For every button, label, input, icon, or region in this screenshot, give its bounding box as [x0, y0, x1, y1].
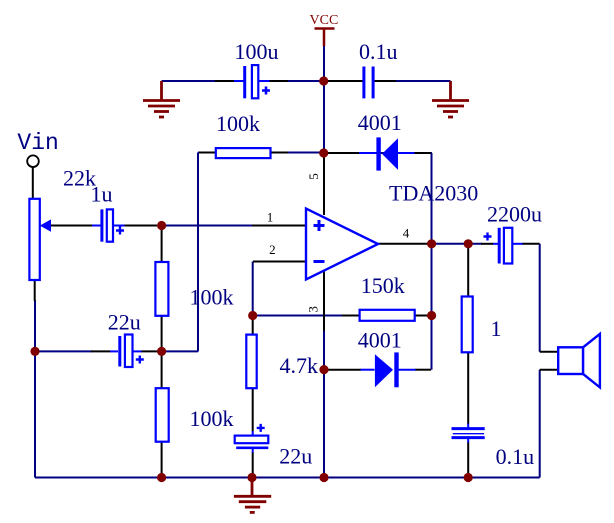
svg-text:1u: 1u	[91, 182, 113, 207]
svg-text:2200u: 2200u	[487, 202, 542, 227]
svg-text:150k: 150k	[361, 273, 405, 298]
svg-text:Vin: Vin	[17, 130, 58, 156]
svg-text:0.1u: 0.1u	[496, 444, 534, 469]
svg-text:22u: 22u	[108, 310, 141, 335]
svg-text:22k: 22k	[63, 166, 96, 191]
svg-text:4: 4	[403, 226, 410, 241]
svg-text:3: 3	[306, 306, 321, 313]
svg-text:2: 2	[269, 242, 276, 257]
svg-text:1: 1	[267, 210, 274, 225]
svg-text:100k: 100k	[216, 111, 260, 136]
svg-text:1: 1	[491, 316, 502, 341]
svg-text:4.7k: 4.7k	[280, 353, 319, 378]
svg-text:22u: 22u	[279, 444, 312, 469]
svg-text:100k: 100k	[190, 285, 234, 310]
svg-text:5: 5	[306, 173, 321, 180]
svg-text:100u: 100u	[235, 39, 279, 64]
svg-text:TDA2030: TDA2030	[389, 181, 478, 206]
svg-text:100k: 100k	[190, 406, 234, 431]
svg-text:VCC: VCC	[310, 13, 339, 28]
svg-text:4001: 4001	[358, 327, 402, 352]
svg-text:0.1u: 0.1u	[359, 39, 398, 64]
svg-text:4001: 4001	[358, 110, 402, 135]
